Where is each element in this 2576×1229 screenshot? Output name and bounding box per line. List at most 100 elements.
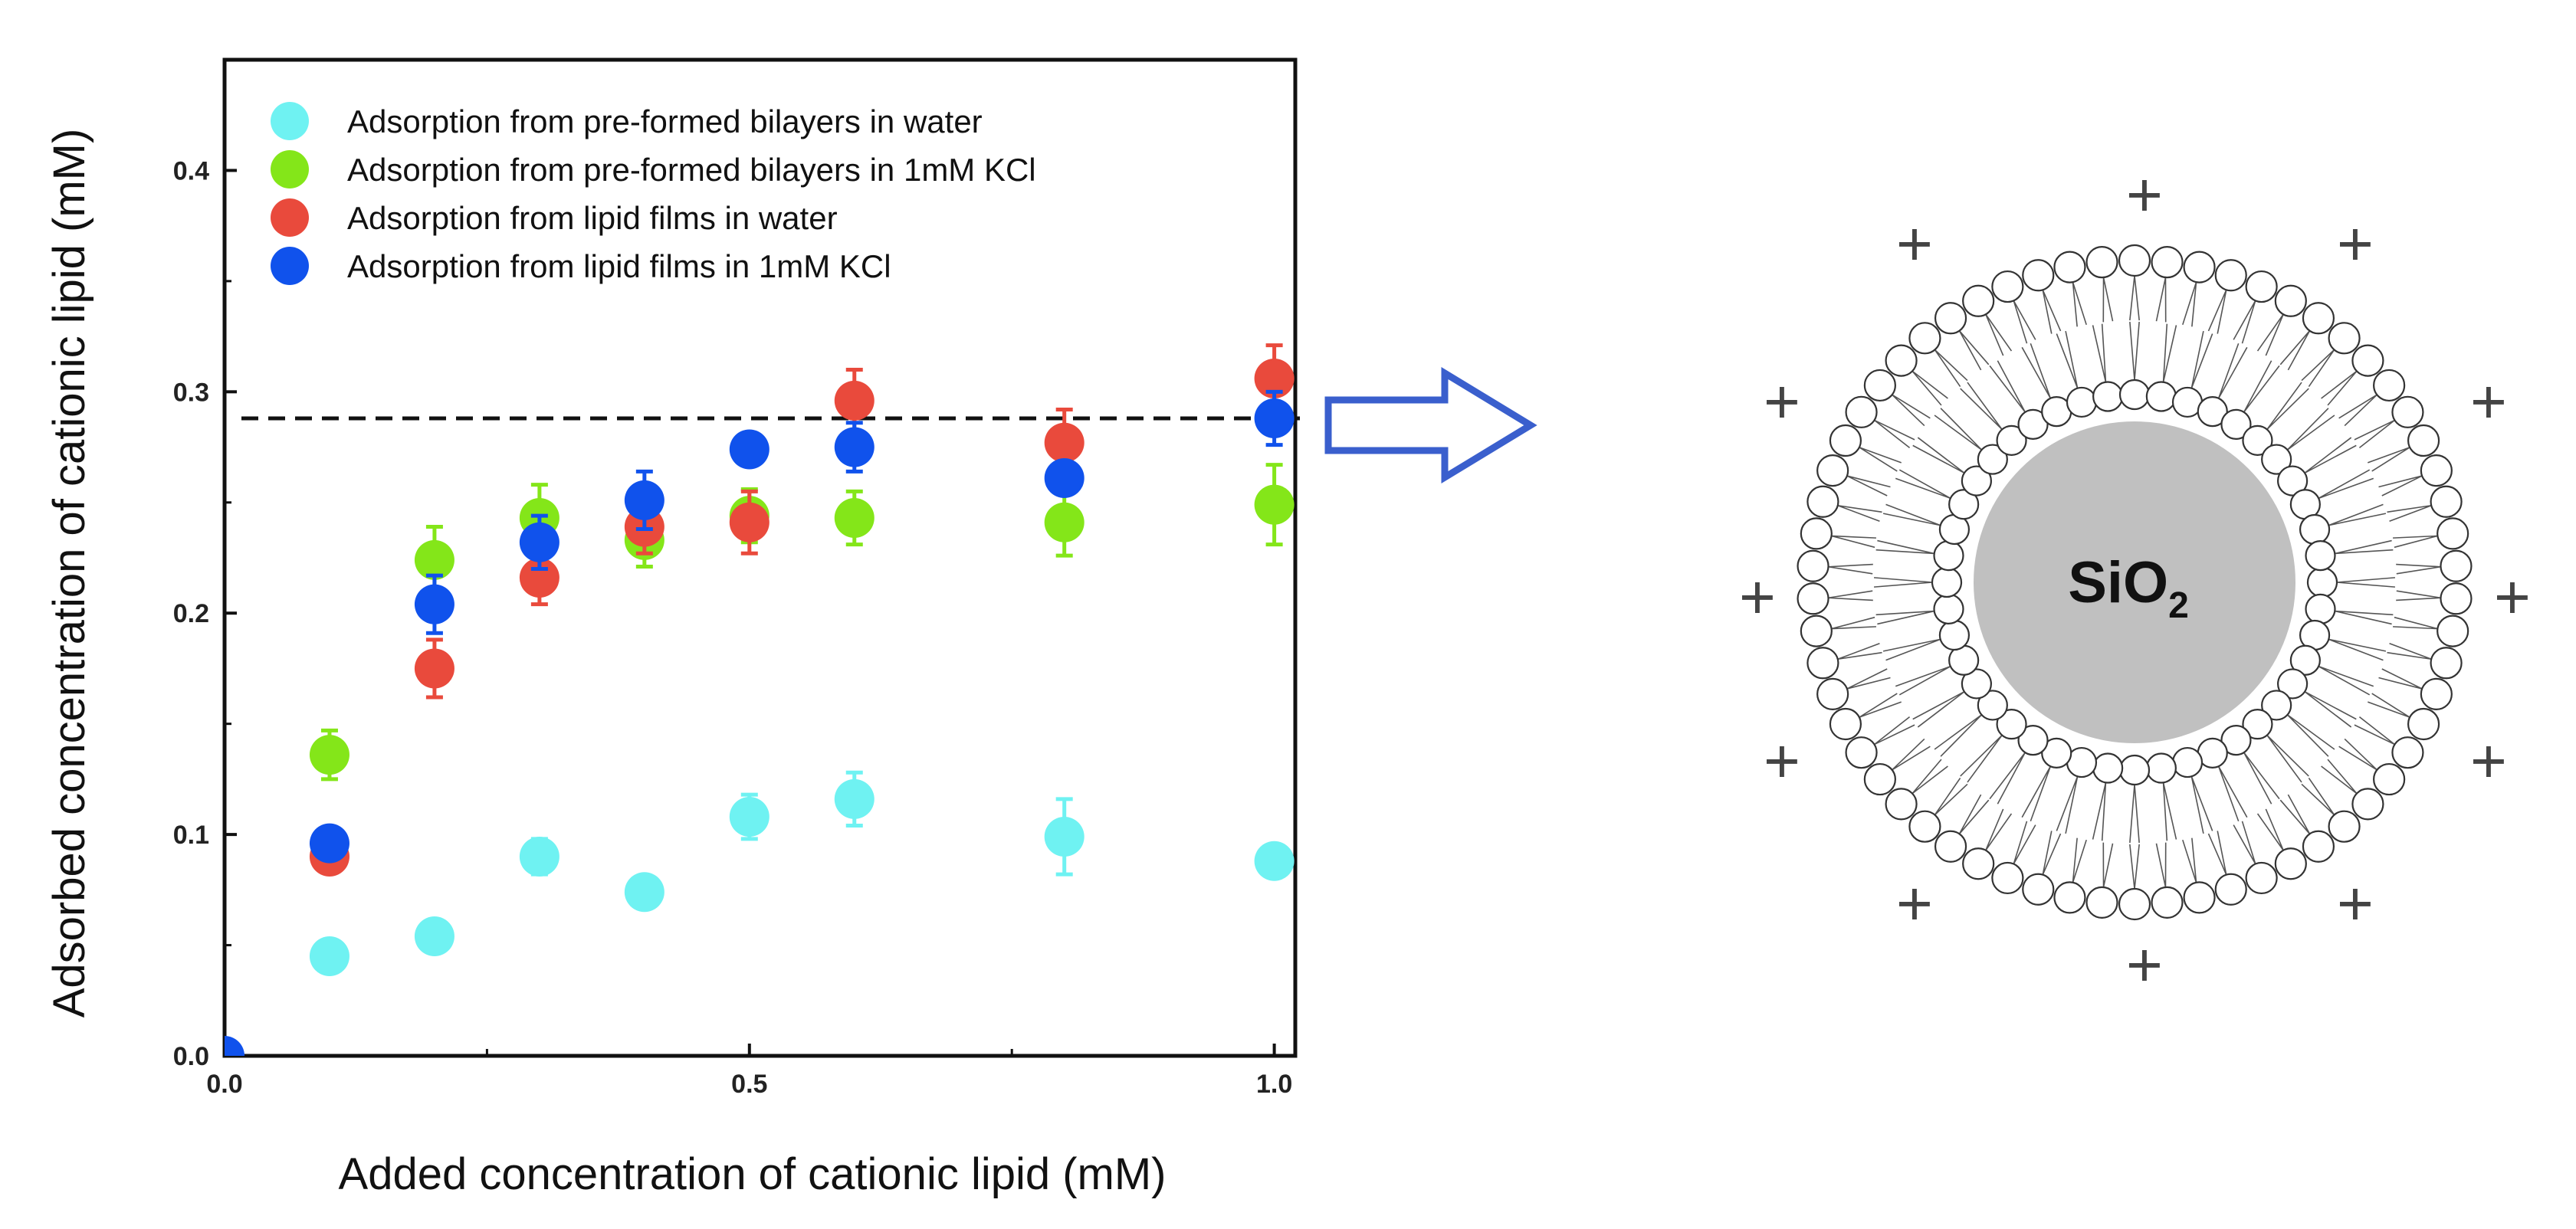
lipid-tail <box>2393 535 2438 549</box>
inner-headgroup <box>2299 513 2331 546</box>
sio2-label: SiO2 <box>2068 550 2189 626</box>
lipid-tail <box>1958 794 1990 834</box>
inner-headgroup <box>2306 566 2338 598</box>
outer-headgroup <box>2151 246 2184 279</box>
lipid-tail <box>2286 714 2335 757</box>
lipid-tail <box>1837 504 1882 522</box>
outer-headgroup <box>2328 322 2361 355</box>
lipid-tail <box>1882 638 1941 661</box>
outer-headgroup <box>2430 485 2463 518</box>
outer-headgroup <box>2351 344 2384 377</box>
lipid-tail <box>2072 281 2087 327</box>
positive-charge: + <box>2337 209 2374 279</box>
lipid-tail <box>2092 323 2107 382</box>
lipid-tail <box>2162 782 2177 841</box>
outer-headgroup <box>1806 647 1839 680</box>
lipid-tail <box>2233 821 2256 864</box>
sio2-bilayer-diagram: SiO2++++++++++++ <box>1324 160 2531 1000</box>
outer-headgroup <box>1797 549 1829 582</box>
lipid-tail <box>2207 290 2227 334</box>
lipid-tail <box>2072 837 2087 883</box>
lipid-tail <box>1846 668 1891 690</box>
y-tick-label: 0.3 <box>173 378 209 407</box>
data-point <box>729 797 770 837</box>
inner-headgroup <box>2118 754 2151 786</box>
lipid-tail <box>1895 665 1951 696</box>
lipid-tail <box>2279 330 2311 371</box>
data-point <box>309 823 349 864</box>
outer-headgroup <box>2407 424 2440 457</box>
lipid-tail <box>1859 693 1902 718</box>
outer-headgroup <box>1885 344 1918 377</box>
inner-headgroup <box>2017 725 2049 756</box>
data-point <box>519 522 560 562</box>
series-4 <box>225 389 1295 1056</box>
data-points <box>225 343 1295 1056</box>
positive-charge: + <box>1739 562 1776 632</box>
lipid-tail <box>2393 616 2438 630</box>
positive-charge: + <box>1764 726 1800 796</box>
inner-headgroup <box>1977 690 2008 721</box>
outer-headgroup <box>2085 246 2118 279</box>
inner-headgroup <box>2092 752 2124 784</box>
legend-label: Adsorption from lipid films in 1mM KCl <box>347 248 891 284</box>
inner-headgroup <box>2017 408 2049 440</box>
y-tick-label: 0.2 <box>173 599 209 628</box>
lipid-tail <box>2256 808 2284 851</box>
data-point <box>414 539 454 580</box>
outer-headgroup <box>2391 736 2424 769</box>
lipid-tail <box>2162 323 2177 382</box>
outer-headgroup <box>2118 244 2151 277</box>
inner-headgroup <box>2277 465 2309 497</box>
x-tick-label: 0.5 <box>731 1070 767 1099</box>
positive-charge: + <box>2470 367 2507 437</box>
lipid-tail <box>1911 759 1948 795</box>
data-point <box>414 916 454 956</box>
lipid-tail <box>2368 447 2410 472</box>
inner-headgroup <box>2041 737 2072 769</box>
lipid-tail <box>2304 691 2357 728</box>
lipid-tail <box>1831 535 1876 549</box>
plot-frame <box>222 57 1298 1058</box>
lipid-tail <box>2155 277 2167 323</box>
lipid-tail <box>1911 370 1948 406</box>
lipid-tail <box>2321 759 2358 795</box>
lipid-tail <box>2021 342 2052 399</box>
outer-headgroup <box>1845 395 1878 428</box>
legend-label: Adsorption from lipid films in water <box>347 200 838 236</box>
legend-label: Adsorption from pre-formed bilayers in 1… <box>347 152 1036 188</box>
outer-headgroup <box>2440 549 2473 582</box>
data-point <box>1254 484 1295 525</box>
data-point <box>309 936 349 976</box>
inner-headgroup <box>2145 381 2177 412</box>
positive-charge: + <box>1896 209 1933 279</box>
outer-headgroup <box>2391 395 2424 428</box>
lipid-tail <box>1895 469 1951 500</box>
x-tick-label: 0.0 <box>206 1070 242 1099</box>
positive-charge: + <box>2470 726 2507 796</box>
lipid-tail <box>2217 765 2248 822</box>
y-tick-label: 0.4 <box>173 156 209 185</box>
sio2-label-main: SiO <box>2068 550 2168 615</box>
outer-headgroup <box>2022 259 2055 292</box>
legend-label: Adsorption from pre-formed bilayers in w… <box>347 103 983 139</box>
lipid-tail <box>2056 776 2079 834</box>
lipid-tail <box>2092 782 2107 841</box>
lipid-tail <box>2042 290 2062 334</box>
inner-headgroup <box>2305 540 2336 572</box>
outer-headgroup <box>1800 614 1833 647</box>
lipid-tail <box>1859 447 1902 472</box>
lipid-tail <box>1934 777 1968 816</box>
lipid-tail <box>2304 437 2357 474</box>
lipid-tail <box>2321 370 2358 406</box>
outer-headgroup <box>2274 847 2307 880</box>
lipid-tail <box>1846 475 1891 497</box>
outer-headgroup <box>1908 322 1941 355</box>
inner-headgroup <box>2242 424 2273 456</box>
outer-headgroup <box>1962 847 1995 880</box>
outer-headgroup <box>1863 369 1896 402</box>
lipid-tail <box>2378 668 2423 690</box>
outer-headgroup <box>2373 762 2406 796</box>
outer-headgroup <box>2373 369 2406 402</box>
lipid-tail <box>2335 610 2394 625</box>
